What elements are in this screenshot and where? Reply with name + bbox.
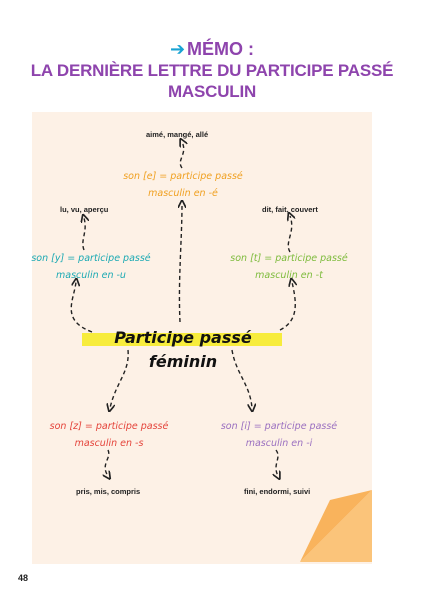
arrow-to-t (279, 282, 295, 331)
rule-y-line2: masculin en -u (56, 270, 126, 281)
arrow-to-i (231, 349, 252, 408)
rule-z-line2: masculin en -s (74, 438, 144, 449)
rule-t-line2: masculin en -t (255, 270, 323, 281)
memo-subtitle-line2: MASCULIN (167, 82, 257, 101)
rule-y-line1: son [y] = participe passé (31, 253, 151, 264)
rule-y: son [y] = participe passé masculin en -u (30, 250, 152, 284)
arrow-right-icon: ➔ (169, 39, 186, 59)
rule-t: son [t] = participe passé masculin en -t (228, 250, 350, 284)
arrow-to-e-examples (180, 142, 183, 169)
examples-t: dit, fait, couvert (262, 205, 318, 214)
memo-header: ➔MÉMO : LA DERNIÈRE LETTRE DU PARTICIPE … (0, 38, 424, 102)
memo-subtitle-line1: LA DERNIÈRE LETTRE DU PARTICIPE PASSÉ (30, 61, 394, 80)
examples-y: lu, vu, aperçu (60, 205, 109, 214)
rule-i-line1: son [i] = participe passé (220, 421, 338, 432)
arrow-to-y (70, 282, 93, 333)
center-label: Participe passé féminin (114, 328, 252, 371)
rule-z: son [z] = participe passé masculin en -s (48, 418, 170, 452)
arrow-to-t-examples (288, 216, 291, 253)
rule-e: son [e] = participe passé masculin en -é (122, 168, 244, 202)
rule-e-line2: masculin en -é (148, 188, 218, 199)
rule-t-line1: son [t] = participe passé (230, 253, 348, 264)
rule-z-line1: son [z] = participe passé (49, 421, 169, 432)
center-highlight (82, 333, 282, 346)
arrow-to-z-examples (105, 449, 109, 476)
arrow-to-e (179, 204, 182, 323)
arrow-to-i-examples (276, 449, 278, 476)
rule-i: son [i] = participe passé masculin en -i (218, 418, 340, 452)
arrow-to-z (110, 349, 129, 408)
examples-i: fini, endormi, suivi (244, 487, 311, 496)
arrow-to-y-examples (83, 218, 85, 251)
examples-e: aimé, mangé, allé (146, 130, 209, 139)
rule-e-line1: son [e] = participe passé (123, 171, 243, 182)
page-number: 48 (18, 573, 29, 583)
rule-i-line2: masculin en -i (245, 438, 313, 449)
examples-z: pris, mis, compris (76, 487, 141, 496)
memo-title: MÉMO : (187, 39, 255, 59)
